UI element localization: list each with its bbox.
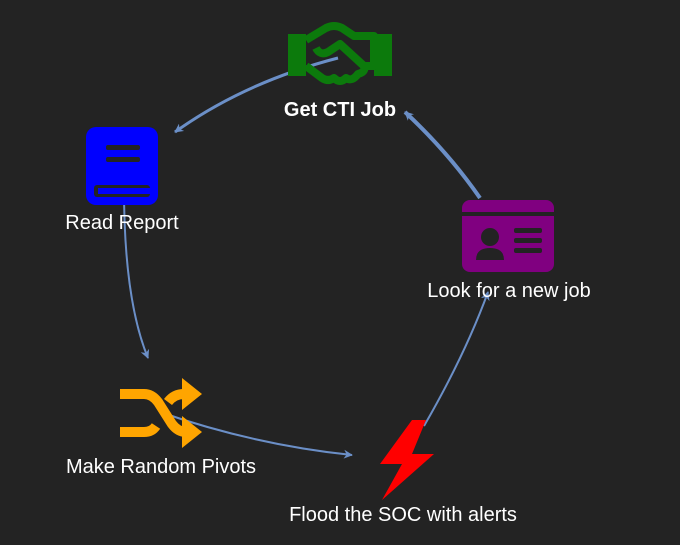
book-icon: [86, 127, 158, 205]
node-label-get-cti-job: Get CTI Job: [283, 99, 397, 121]
handshake-icon: [288, 22, 392, 85]
lightning-bolt-icon: [380, 420, 434, 500]
edge-read-report-to-make-random-pivots: [123, 187, 150, 359]
node-label-read-report: Read Report: [65, 212, 179, 234]
node-label-make-random-pivots: Make Random Pivots: [65, 456, 257, 478]
shuffle-icon: [120, 378, 202, 448]
node-label-look-new-job: Look for a new job: [427, 280, 591, 302]
id-card-icon: [462, 200, 554, 272]
edge-flood-soc-to-look-new-job: [423, 291, 490, 427]
edge-get-cti-job-to-read-report: [174, 56, 339, 134]
edge-look-new-job-to-get-cti-job: [403, 110, 482, 200]
node-label-flood-soc: Flood the SOC with alerts: [289, 504, 517, 526]
